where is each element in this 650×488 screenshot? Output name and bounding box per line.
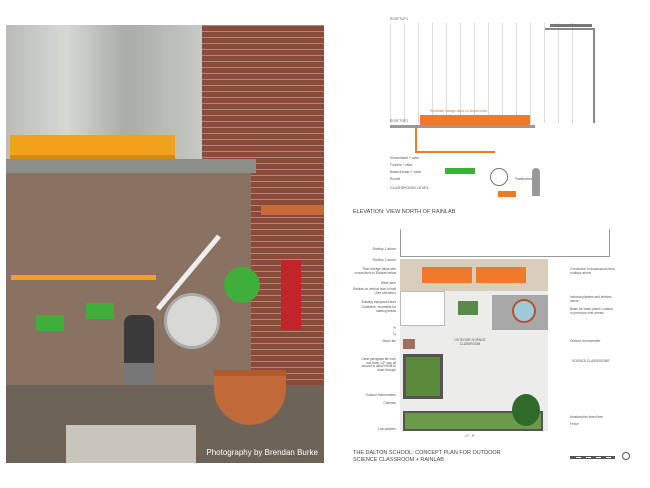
center-label: OUTDOOR SCIENCE CLASSROOM [454,338,486,346]
plan-label: Rooftop 1 above [372,247,396,251]
plan-label: Clear plexiglass tile over roof drain 1/… [361,357,396,372]
plan-label: Outdoor thermometer [570,339,601,343]
rooftop2-label: ROOFTOP 2 [390,119,409,123]
plan-label: Low planters [377,427,396,431]
plan-label: Fence [570,422,579,426]
funnels-label: Funnels + valve [390,163,413,167]
north-arrow-icon [622,452,630,460]
showerhead-label: Showerhead + valve [390,156,419,160]
orange-pipe [11,275,156,280]
rooftop1-label: ROOFTOP 1 [390,17,409,21]
plan-label: Rainlab on vertical face of wall (See el… [352,287,396,295]
plan-label: Rain storage tanks with connections to R… [354,267,396,275]
orange-tank [10,135,175,159]
building-outline [400,229,610,257]
l-planter [403,354,443,399]
rainlab-photo: Photography by Brendan Burke [6,25,324,463]
plan-title: THE DALTON SCHOOL: CONCEPT PLAN FOR OUTD… [353,450,501,464]
paddlewheel [164,293,220,349]
paddlewheel [490,168,508,186]
grid-lines [390,23,580,123]
green-funnel [36,315,64,331]
photo-credit: Photography by Brendan Burke [206,448,318,457]
low-planters [403,411,543,431]
plan-label: Amelanchier tiered tree [570,415,603,419]
plan-label: Worm bin [382,339,396,343]
shelf-with-pots [261,205,324,215]
plan-label: Coldframe, moveable for starting seeds [361,305,396,313]
plan-title-line2: SCIENCE CLASSROOM + RAINLAB [353,457,444,463]
plan-label: Informal planters and shelves above [570,295,612,303]
paddlewheel-label: Paddlewheel [515,177,534,181]
plan-label: Basin for water plants, located on pervi… [570,307,613,315]
storage-tank [422,267,472,283]
downspout [545,28,595,123]
plan-label: Building equipment area [361,300,396,304]
green-funnel [86,303,114,319]
ledge [6,159,256,173]
science-classrooms-label: SCIENCE CLASSROOMS [572,359,610,363]
plan-label: Wind vane [380,281,396,285]
orange-pipe [415,128,495,153]
plan-label: Connection to downspouts from rooftops a… [570,267,615,275]
person-silhouette [532,168,540,196]
terracotta-basin [214,370,286,425]
balance-label: Balance basin + valve [390,170,422,174]
plan-label: Chimney [383,401,396,405]
storage-tanks [420,115,530,125]
amelanchier-tree [512,394,540,426]
tanks-label: Rainwater storage tanks on shared base [430,109,488,113]
red-apron [281,260,301,330]
roof-cap [550,24,592,27]
plan-right-labels: Connection to downspouts from rooftops a… [570,267,620,448]
elevation-drawing: ROOFTOP 1 Rainwater storage tanks on sha… [390,17,620,197]
classroom-level-label: CLASSROOM LEVEL [390,185,430,190]
runnel-label: Runnel [390,177,401,181]
plan-label: Outdoor thermometer [365,393,396,397]
dim-horizontal: 17' - 9" [465,434,475,438]
equipment-area [400,291,445,326]
plan-left-labels: Rooftop 1 above Rooftop 2 above Rain sto… [352,247,396,448]
water-basin [512,299,536,323]
orange-basin [498,191,516,197]
scale-bar [570,456,615,459]
green-funnels [445,168,475,174]
plan-label: Rooftop 2 above [372,258,396,262]
green-hose-reel [224,267,260,303]
pavement [66,425,196,463]
plan-title-line1: THE DALTON SCHOOL: CONCEPT PLAN FOR OUTD… [353,450,501,456]
storage-tank [476,267,526,283]
coldframe [458,301,478,315]
elevation-title: ELEVATION: VIEW NORTH OF RAINLAB [353,209,456,215]
worm-bin [403,339,415,349]
site-plan: OUTDOOR SCIENCE CLASSROOM SCIENCE CLASSR… [393,229,610,449]
rooftop2-slab [390,125,535,128]
